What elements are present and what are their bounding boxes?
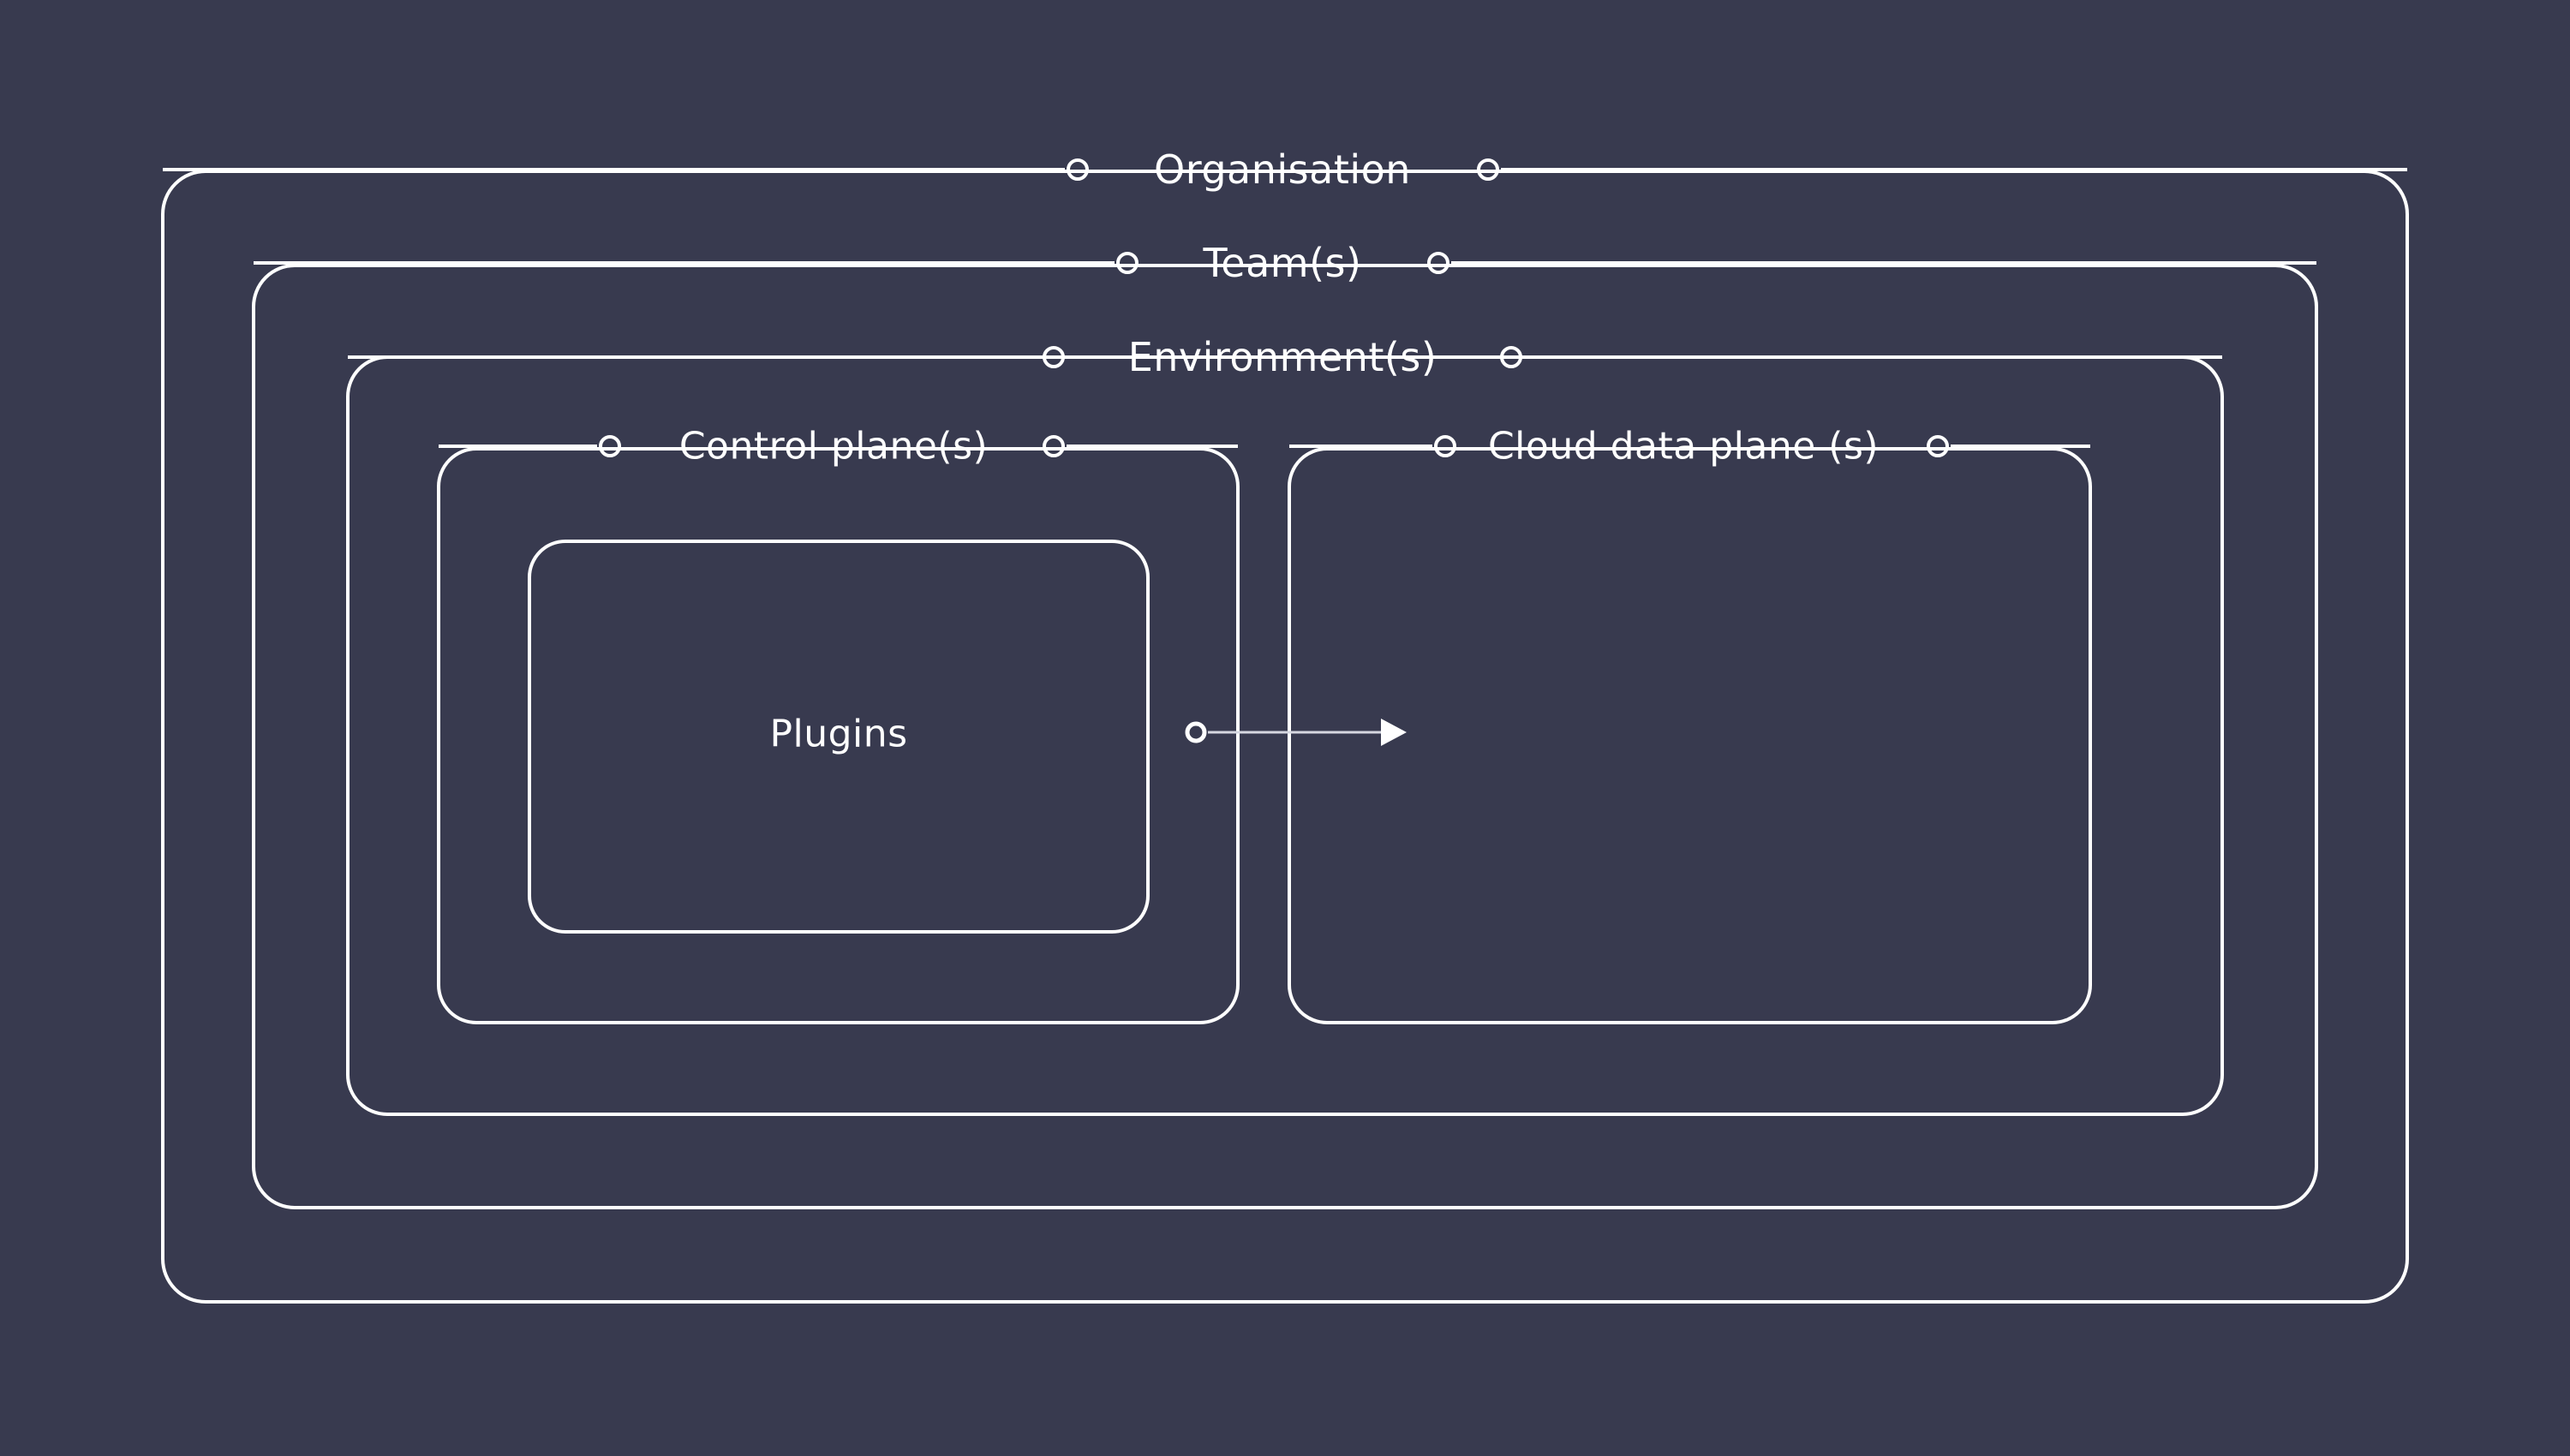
connector-cloud-data-plane-right bbox=[1927, 435, 2090, 457]
connector-control-plane-right bbox=[1043, 435, 1238, 457]
box-organisation[interactable] bbox=[161, 170, 2409, 1304]
arrow-head-icon bbox=[1381, 719, 1407, 746]
connector-teams-left bbox=[254, 252, 1139, 274]
connector-environments-right bbox=[1500, 346, 2222, 368]
flow-origin-ring-icon bbox=[1185, 721, 1207, 743]
box-plugins[interactable] bbox=[528, 540, 1150, 934]
connector-ring-icon bbox=[599, 435, 621, 457]
connector-ring-icon bbox=[1067, 158, 1089, 181]
box-control-plane[interactable] bbox=[437, 447, 1240, 1024]
connector-ring-icon bbox=[1427, 252, 1449, 274]
connector-ring-icon bbox=[1043, 346, 1065, 368]
connector-organisation-right bbox=[1477, 158, 2407, 181]
connector-ring-icon bbox=[1500, 346, 1522, 368]
connector-ring-icon bbox=[1927, 435, 1949, 457]
connector-organisation-left bbox=[163, 158, 1089, 181]
connector-environments-left bbox=[348, 346, 1065, 368]
connector-ring-icon bbox=[1434, 435, 1456, 457]
flow-arrow-plugins-to-cloud-data-plane bbox=[1185, 719, 1407, 746]
connector-ring-icon bbox=[1116, 252, 1139, 274]
connector-teams-right bbox=[1427, 252, 2316, 274]
connector-cloud-data-plane-left bbox=[1289, 435, 1456, 457]
box-cloud-data-plane[interactable] bbox=[1288, 447, 2092, 1024]
connector-control-plane-left bbox=[439, 435, 621, 457]
box-teams[interactable] bbox=[252, 264, 2318, 1209]
label-connectors bbox=[163, 158, 2407, 457]
connector-ring-icon bbox=[1477, 158, 1499, 181]
connector-ring-icon bbox=[1043, 435, 1065, 457]
box-environments[interactable] bbox=[346, 355, 2224, 1116]
container-outlines bbox=[161, 170, 2409, 1304]
